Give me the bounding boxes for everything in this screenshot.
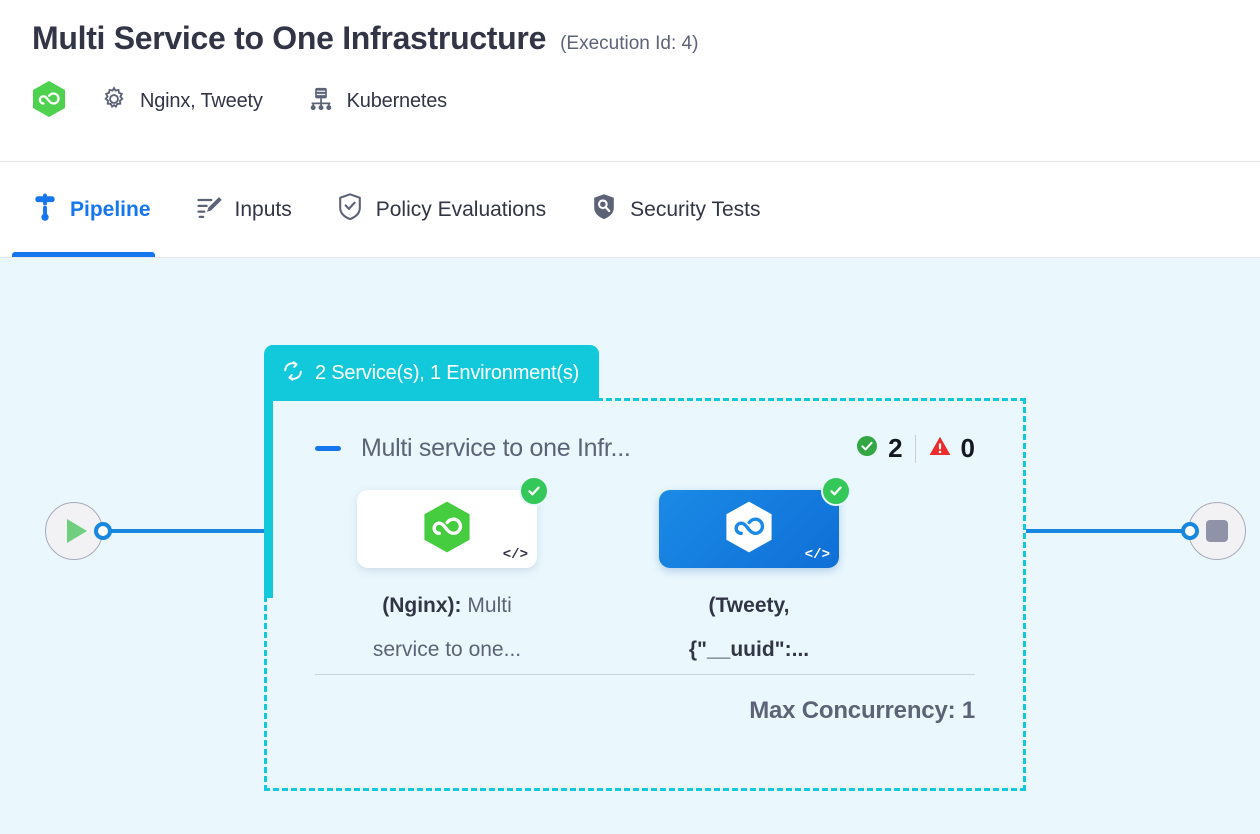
code-tag-icon[interactable]: </> (502, 547, 528, 563)
warning-count-group: 0 (928, 433, 975, 464)
end-node-handle[interactable] (1181, 522, 1199, 540)
play-icon (66, 519, 87, 543)
group-header-label: 2 Service(s), 1 Environment(s) (315, 361, 580, 384)
group-divider (315, 674, 975, 675)
tab-label: Security Tests (630, 197, 761, 221)
execution-id: (Execution Id: 4) (560, 33, 699, 54)
gear-icon (100, 85, 128, 118)
infrastructure-name: Kubernetes (346, 90, 447, 112)
edge-group-to-end (1026, 529, 1184, 533)
stage-status-counts: 2 0 (855, 433, 975, 464)
shield-search-icon (590, 192, 618, 227)
tab-inputs[interactable]: Inputs (195, 162, 314, 257)
hexagon-infinity-logo-white-icon (725, 500, 773, 559)
success-count-group: 2 (855, 433, 903, 464)
hexagon-infinity-logo-icon (423, 500, 471, 559)
tab-security-tests[interactable]: Security Tests (590, 162, 782, 257)
max-concurrency-label: Max Concurrency: 1 (749, 697, 975, 724)
group-body: Multi service to one Infr... 2 (267, 401, 1023, 788)
warning-triangle-icon (928, 434, 952, 463)
check-badge-icon (519, 476, 549, 506)
tab-pipeline[interactable]: Pipeline (12, 162, 173, 257)
stage-title: Multi service to one Infr... (361, 434, 631, 462)
tab-bar: Pipeline Inputs Policy Evaluations (0, 162, 1260, 258)
group-accent-bar (264, 400, 273, 598)
stage-header-left: Multi service to one Infr... (315, 434, 631, 463)
shield-check-icon (336, 192, 364, 227)
check-badge-icon (821, 476, 851, 506)
group-header-tab[interactable]: 2 Service(s), 1 Environment(s) (264, 345, 600, 401)
pipeline-icon (32, 192, 58, 227)
title-row: Multi Service to One Infrastructure (Exe… (32, 16, 1260, 60)
tab-label: Inputs (234, 197, 292, 221)
header-meta-row: Nginx, Tweety Kubernetes (32, 80, 1260, 123)
service-card-label-rest: Multi service to one... (372, 594, 522, 661)
service-card-nginx[interactable]: </> (Nginx): Multi service to one... (357, 476, 549, 672)
stop-icon (1206, 520, 1228, 542)
count-divider (914, 434, 916, 463)
success-count: 2 (888, 433, 903, 463)
service-card-body[interactable]: </> (357, 476, 549, 568)
start-node-handle[interactable] (94, 522, 112, 540)
pipeline-canvas[interactable]: 2 Service(s), 1 Environment(s) Multi ser… (0, 258, 1260, 834)
collapse-minus-icon[interactable] (315, 446, 341, 451)
tab-label: Policy Evaluations (375, 197, 547, 221)
warning-count: 0 (960, 433, 975, 463)
infrastructure-block: Kubernetes (307, 85, 447, 118)
service-card-label-bold: (Nginx): (382, 594, 462, 617)
edit-pencil-icon (195, 193, 223, 226)
hexagon-infinity-logo-icon (32, 80, 66, 123)
page-header: Multi Service to One Infrastructure (Exe… (0, 0, 1260, 162)
service-cards-row: </> (Nginx): Multi service to one... (315, 476, 975, 672)
service-card-label: (Nginx): Multi service to one... (347, 584, 547, 672)
code-tag-icon[interactable]: </> (804, 547, 830, 563)
loop-cycle-icon (281, 359, 305, 388)
service-card-body[interactable]: </> (659, 476, 851, 568)
service-card-label: (Tweety, {"__uuid":... (649, 584, 849, 672)
stage-header-row: Multi service to one Infr... 2 (315, 433, 975, 464)
service-group-container[interactable]: 2 Service(s), 1 Environment(s) Multi ser… (264, 345, 1026, 791)
edge-start-to-group (104, 529, 264, 533)
tab-policy-evaluations[interactable]: Policy Evaluations (336, 162, 568, 257)
service-card-tweety[interactable]: </> (Tweety, {"__uuid":... (659, 476, 851, 672)
check-circle-icon (855, 434, 879, 463)
tab-label: Pipeline (70, 197, 151, 221)
page-title: Multi Service to One Infrastructure (32, 20, 547, 56)
service-card-label-bold: (Tweety, {"__uuid":... (688, 594, 810, 661)
services-list: Nginx, Tweety (140, 90, 263, 112)
infrastructure-node-icon (307, 85, 335, 118)
